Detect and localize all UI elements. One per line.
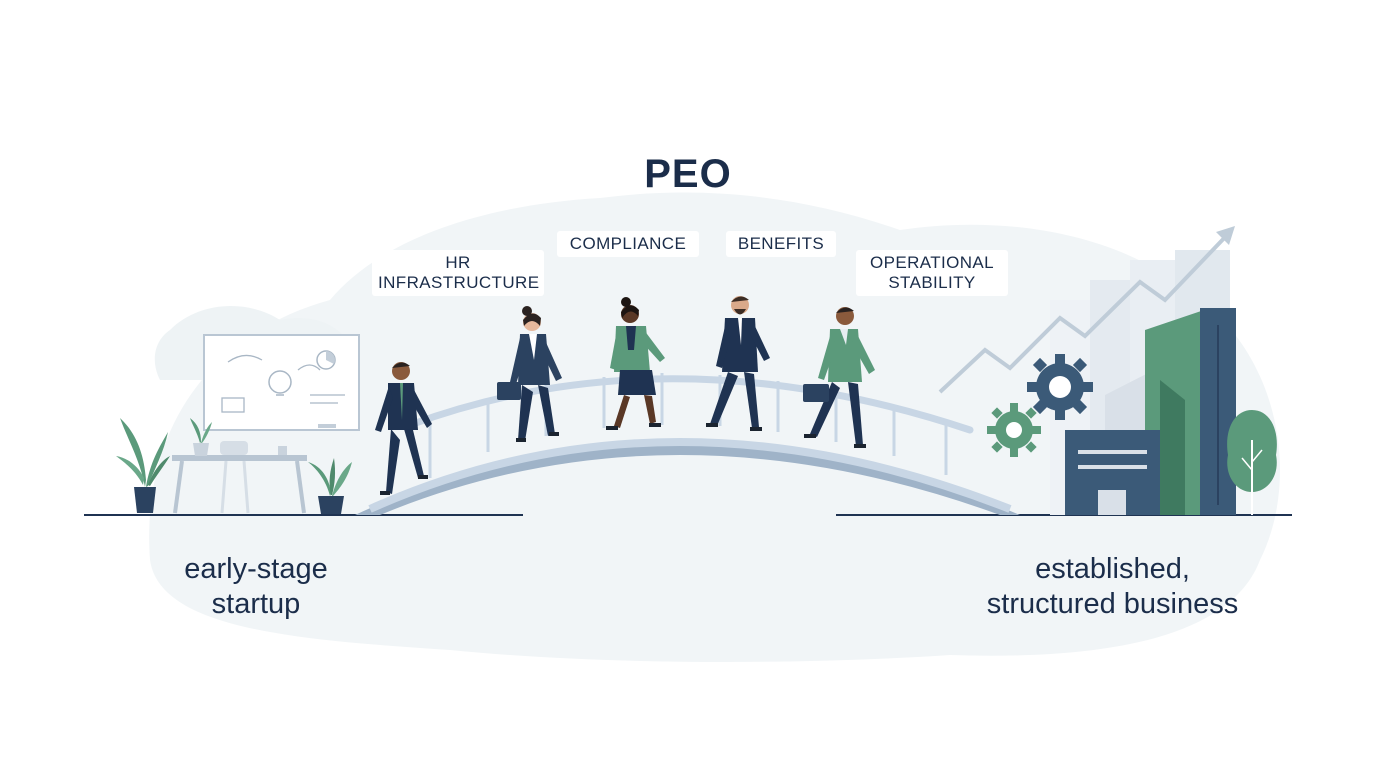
plant-icon (116, 418, 170, 513)
buildings (1065, 308, 1236, 515)
briefcase-icon (803, 384, 829, 402)
tag-line: OPERATIONAL (869, 253, 995, 272)
label-established-business: established, structured business (960, 552, 1265, 622)
tag-line: INFRASTRUCTURE (378, 273, 540, 292)
person-2 (497, 306, 562, 442)
background-cloud (149, 192, 1280, 662)
bridge (355, 373, 1020, 515)
gear-icon (1027, 354, 1093, 420)
tag-compliance: COMPLIANCE (557, 231, 699, 257)
tag-line: BENEFITS (737, 234, 825, 253)
growth-arrow-icon (938, 226, 1235, 394)
label-line: established, (1035, 553, 1190, 585)
tag-line: COMPLIANCE (569, 234, 687, 253)
tree-icon (1227, 410, 1277, 515)
tag-line: HR (445, 253, 471, 272)
label-early-stage-startup: early-stage startup (150, 552, 362, 622)
tag-line: STABILITY (888, 273, 976, 292)
potted-plant-icon (308, 458, 352, 514)
label-line: startup (211, 588, 301, 620)
title-peo: PEO (644, 152, 732, 196)
person-5 (803, 307, 875, 448)
small-plant-icon (190, 418, 212, 456)
desk (172, 441, 307, 514)
briefcase-icon (497, 382, 521, 400)
label-line: early-stage (184, 553, 328, 585)
tag-benefits: BENEFITS (726, 231, 836, 257)
tag-hr-infrastructure: HR INFRASTRUCTURE (372, 250, 544, 296)
label-line: structured business (986, 588, 1239, 620)
person-3 (606, 297, 665, 430)
tag-operational-stability: OPERATIONAL STABILITY (856, 250, 1008, 296)
bridge-railing (406, 375, 974, 434)
whiteboard-icon (203, 334, 360, 431)
person-1 (375, 362, 432, 495)
person-4 (706, 296, 770, 431)
small-gear-icon (987, 403, 1041, 457)
